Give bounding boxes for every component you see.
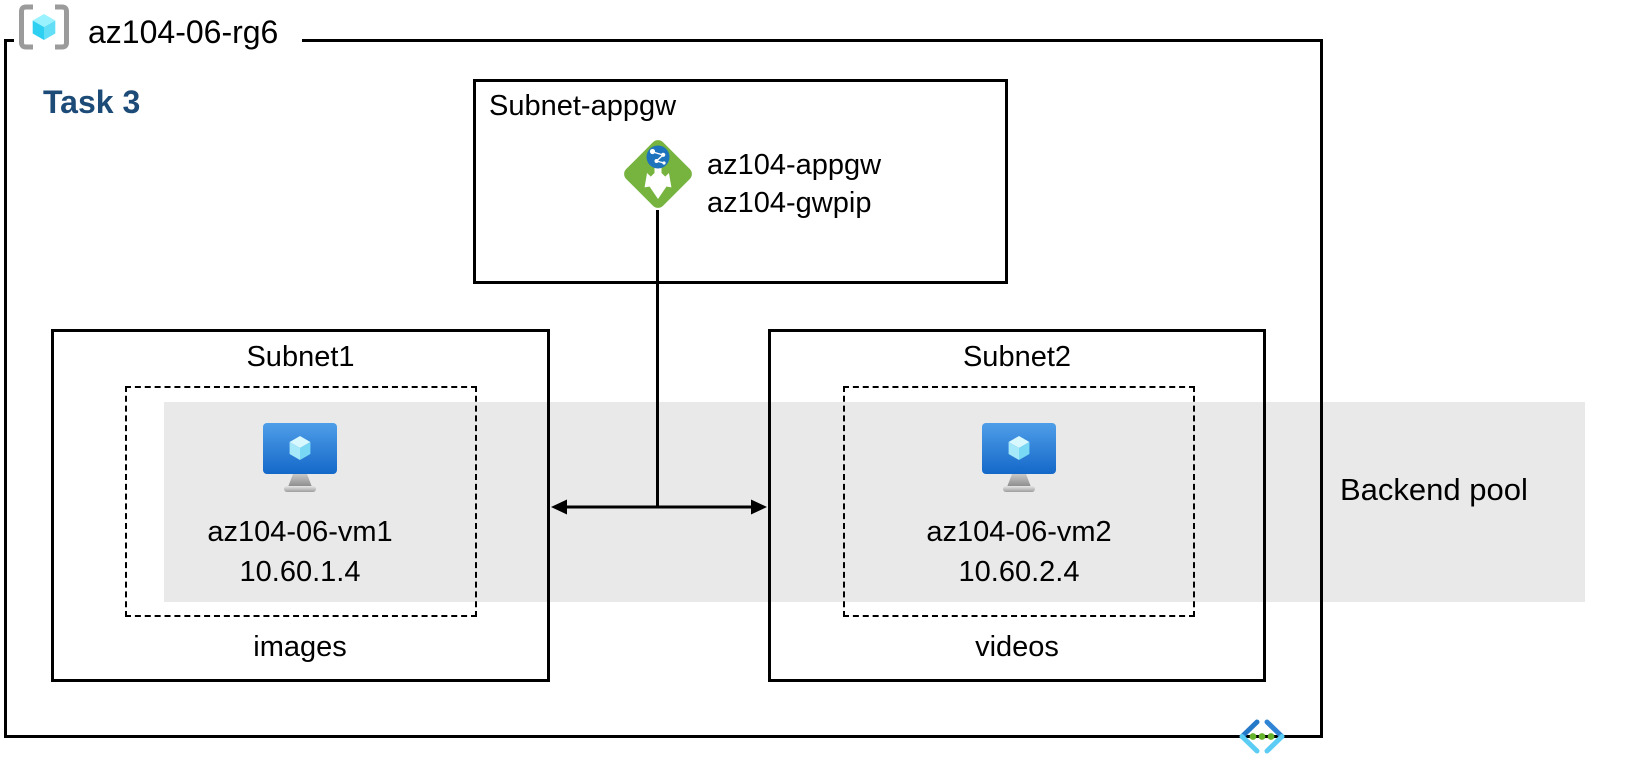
backend-pool-band [164,402,1585,602]
vm2-labels: az104-06-vm2 10.60.2.4 [869,512,1169,592]
vm2-dashed-box [843,386,1195,617]
vm1-name-label: az104-06-vm1 [207,516,393,548]
appgw-name-label: az104-appgw [707,149,882,181]
vm1-ip-label: 10.60.1.4 [239,556,361,588]
subnet2-caption: videos [975,631,1059,663]
virtual-network-icon [1236,716,1288,757]
vm2-name-label: az104-06-vm2 [926,516,1112,548]
subnet1-box [51,329,550,682]
subnet1-title: Subnet1 [246,341,355,373]
virtual-machine-icon-vm2 [981,423,1057,497]
vm1-dashed-box [125,386,477,617]
vm2-ip-label: 10.60.2.4 [958,556,1080,588]
connector-vertical-line [656,210,659,507]
appgw-subnet-title: Subnet-appgw [489,90,677,122]
connector-horizontal-arrow [550,493,768,521]
resource-group-title-patch [14,36,302,46]
resource-group-icon [17,3,71,51]
subnet2-box [768,329,1266,682]
subnet1-caption: images [253,631,347,663]
backend-pool-label: Backend pool [1340,472,1528,507]
appgw-pip-label: az104-gwpip [707,187,872,219]
resource-group-box [4,39,1323,738]
subnet2-title: Subnet2 [962,341,1072,373]
appgw-labels: az104-appgw az104-gwpip [707,146,881,222]
appgw-subnet-box [473,79,1008,284]
resource-group-label: az104-06-rg6 [88,14,279,50]
vm1-labels: az104-06-vm1 10.60.1.4 [150,512,450,592]
virtual-machine-icon-vm1 [262,423,338,497]
task-label: Task 3 [43,84,141,120]
application-gateway-icon [620,136,696,212]
